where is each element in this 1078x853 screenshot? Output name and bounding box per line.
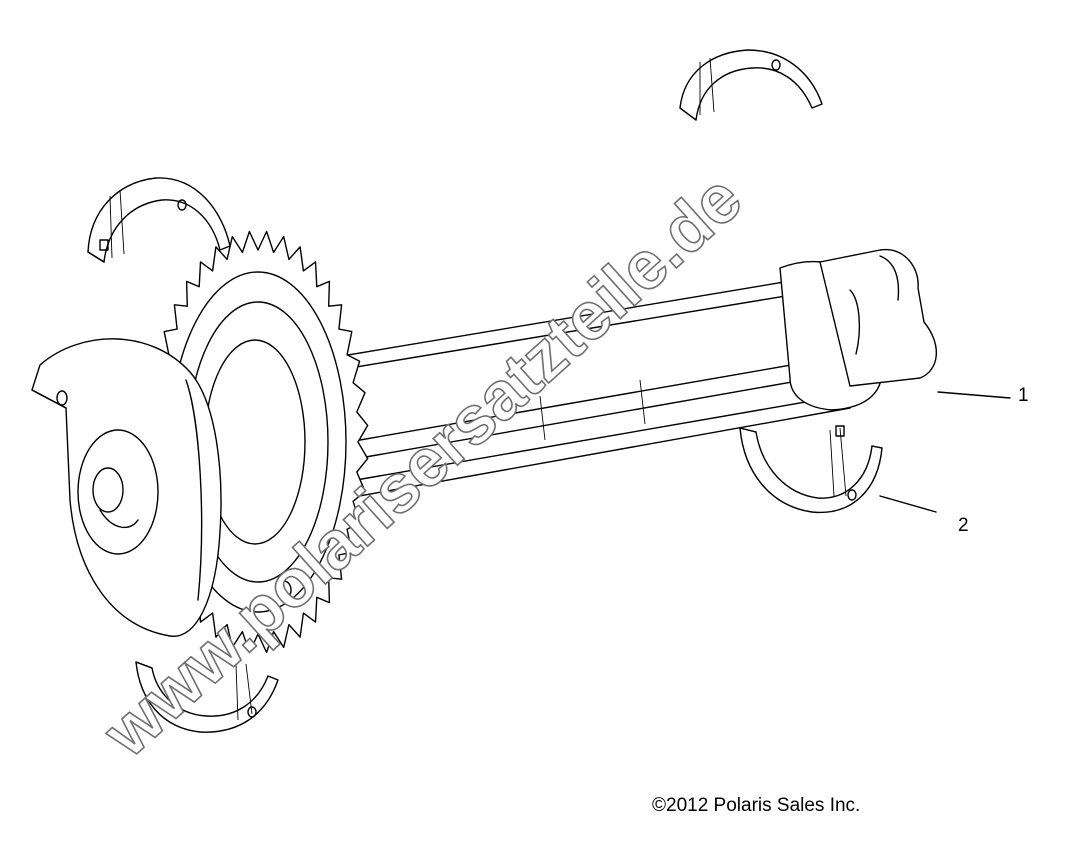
copyright-notice: ©2012 Polaris Sales Inc. <box>652 795 861 816</box>
bearing-shell-right-lower <box>739 425 883 514</box>
bearing-shell-top-left <box>87 177 231 263</box>
callout-2: 2 <box>958 515 969 536</box>
leader-line-1 <box>937 391 1011 399</box>
leader-line-2 <box>879 495 937 513</box>
bearing-shell-bottom-left <box>135 661 279 733</box>
bearing-shell-top-right <box>679 49 823 121</box>
balance-shaft <box>329 248 938 499</box>
callout-1: 1 <box>1018 385 1029 406</box>
front-flange-disc <box>31 338 222 637</box>
